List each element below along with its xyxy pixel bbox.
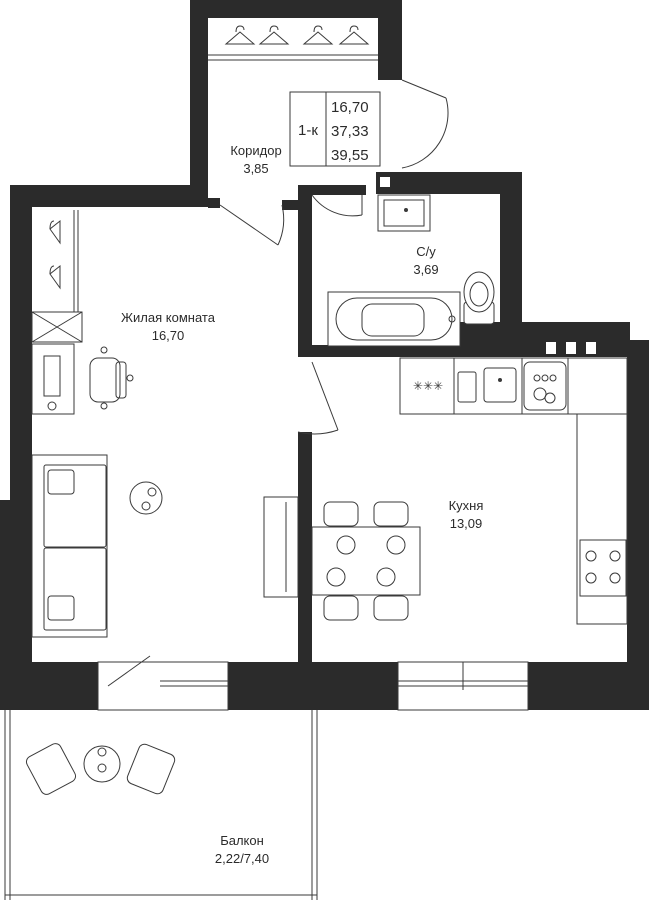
lounge-chair [25,743,77,795]
sink [377,194,431,232]
living-room-name: Жилая комната [121,310,216,325]
toilet [463,271,495,325]
kitchen-name: Кухня [449,498,484,513]
bathroom-name: С/у [416,244,436,259]
living-wardrobe [31,210,83,343]
tv-stand [263,496,299,598]
windows [97,661,529,711]
bathroom-fixtures [327,194,495,347]
kitchen-sink [483,367,517,403]
area-summary-box: 1-к 16,70 37,33 39,55 [289,91,381,167]
cushion [47,469,75,495]
chair [323,501,359,527]
bathroom-area: 3,69 [413,262,438,277]
balcony-area: 2,22/7,40 [215,851,269,866]
kitchen-counter: ✳✳✳ [399,357,628,625]
faucet-icon [404,208,408,212]
balcony-furniture [25,743,176,795]
dishwasher [523,361,567,411]
lounge-chair [126,743,176,795]
chair [373,595,409,621]
corridor-area: 3,85 [243,161,268,176]
walls [0,0,649,710]
cooktop [579,539,627,597]
dining-table [311,501,421,621]
balcony-frame [4,710,318,900]
office-chair [89,346,134,410]
sofa [31,454,108,638]
cushion [47,595,75,621]
living-room-area: 16,70 [152,328,185,343]
coffee-table [129,481,163,515]
hanger-icon [224,25,370,45]
hob-glyphs: ✳✳✳ [413,379,443,393]
corridor-name: Коридор [230,143,281,158]
desk [31,343,134,415]
wardrobe [208,25,378,61]
drying-rack [457,371,477,403]
living-area-value: 16,70 [331,99,369,116]
total-area-value: 37,33 [331,123,369,140]
apartment-type: 1-к [298,122,318,139]
balcony-name: Балкон [220,833,264,848]
chair [373,501,409,527]
doors [107,79,449,687]
chair [323,595,359,621]
kitchen-area: 13,09 [450,516,483,531]
total-area-balcony-value: 39,55 [331,147,369,164]
bathtub [327,291,461,347]
